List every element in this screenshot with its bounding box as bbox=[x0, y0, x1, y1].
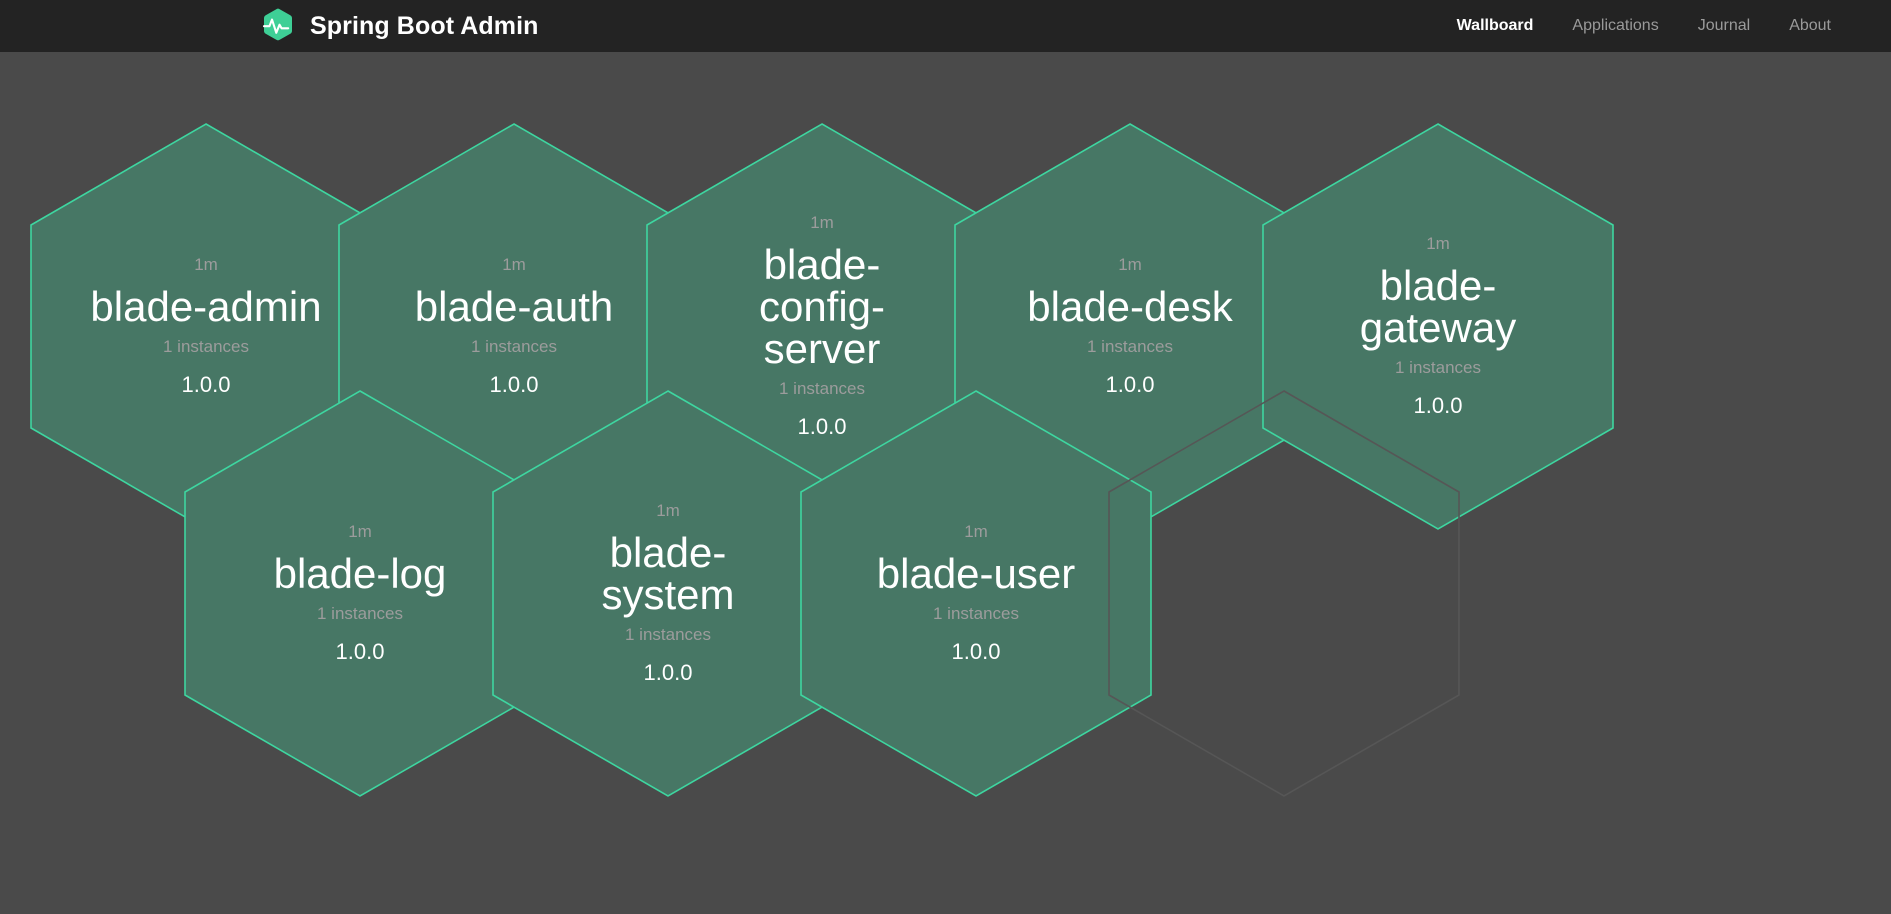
application-hex-blade-log[interactable]: 1m blade-log 1 instances 1.0.0 bbox=[184, 390, 536, 797]
hexagon-shape bbox=[1262, 123, 1614, 530]
brand-link[interactable]: Spring Boot Admin bbox=[258, 6, 539, 46]
application-hex-blade-system[interactable]: 1m blade-system 1 instances 1.0.0 bbox=[492, 390, 844, 797]
hexagon-outline-shape bbox=[1108, 390, 1460, 797]
nav-link-applications[interactable]: Applications bbox=[1572, 17, 1659, 34]
wallboard-grid: 1m blade-admin 1 instances 1.0.0 1m blad… bbox=[0, 52, 1891, 914]
hexagon-shape bbox=[184, 390, 536, 797]
brand-title: Spring Boot Admin bbox=[310, 11, 539, 40]
top-navbar: Spring Boot Admin Wallboard Applications… bbox=[0, 0, 1891, 52]
hexagon-shape bbox=[492, 390, 844, 797]
nav-link-wallboard[interactable]: Wallboard bbox=[1456, 17, 1534, 34]
heartbeat-hexagon-logo-icon bbox=[258, 6, 298, 46]
main-navigation: Wallboard Applications Journal About bbox=[1457, 17, 1831, 35]
nav-link-journal[interactable]: Journal bbox=[1697, 17, 1751, 34]
empty-hex-placeholder bbox=[1108, 390, 1460, 797]
nav-link-about[interactable]: About bbox=[1789, 17, 1831, 34]
hexagon-shape bbox=[800, 390, 1152, 797]
application-hex-blade-user[interactable]: 1m blade-user 1 instances 1.0.0 bbox=[800, 390, 1152, 797]
